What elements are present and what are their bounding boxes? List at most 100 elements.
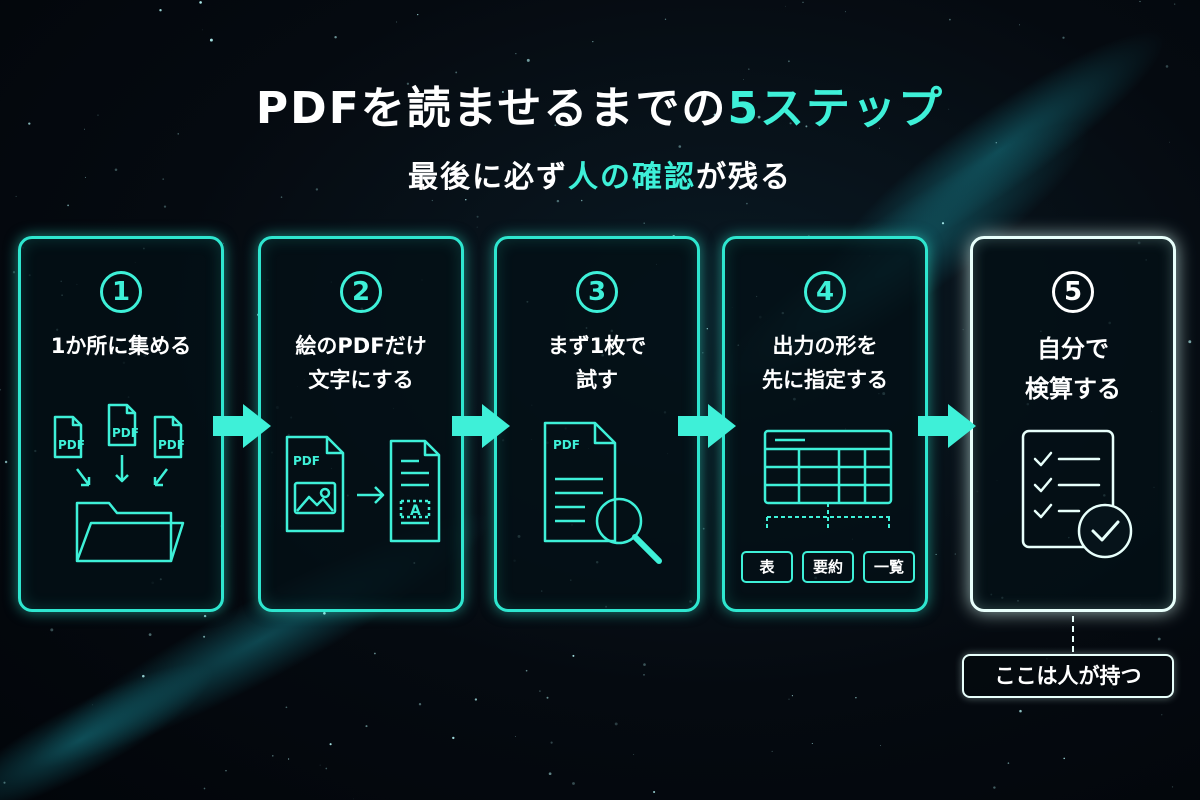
star	[202, 29, 203, 31]
star	[406, 82, 410, 85]
star	[802, 1, 804, 3]
star	[452, 736, 455, 740]
svg-text:PDF: PDF	[158, 438, 185, 452]
star	[315, 188, 319, 191]
svg-text:A: A	[410, 503, 421, 519]
star	[995, 141, 998, 144]
star	[28, 122, 31, 125]
arrow-right-icon	[918, 404, 976, 448]
star	[592, 40, 594, 43]
svg-text:PDF: PDF	[293, 454, 320, 468]
star	[84, 128, 86, 130]
star	[476, 215, 479, 218]
star	[203, 787, 206, 790]
star	[272, 755, 274, 757]
page-title: PDFを読ませるまでの5ステップ	[255, 83, 945, 134]
star	[556, 199, 560, 203]
output-chip-list: 一覧	[863, 551, 915, 583]
table-output-icon	[763, 429, 893, 529]
star	[550, 183, 552, 185]
star	[163, 205, 167, 208]
star	[97, 114, 99, 116]
arrow-right-icon	[452, 404, 510, 448]
pdf-magnifier-icon: PDF	[543, 421, 662, 564]
star	[878, 127, 880, 129]
checklist-check-icon	[1021, 429, 1133, 559]
star	[743, 113, 744, 115]
star	[319, 764, 321, 766]
step-label-4: 出力の形を 先に指定する	[762, 334, 888, 392]
step-number-5: 5	[1052, 271, 1094, 313]
star	[614, 722, 618, 726]
arrow-right-icon	[213, 404, 271, 448]
step-label-2: 絵のPDFだけ 文字にする	[295, 334, 427, 392]
star	[643, 222, 645, 224]
star	[465, 199, 467, 201]
star	[418, 703, 422, 706]
star	[572, 782, 575, 785]
star	[771, 750, 773, 752]
star	[148, 633, 152, 636]
star	[84, 176, 86, 178]
star	[12, 271, 16, 274]
star	[1019, 24, 1020, 26]
human-owner-note: ここは人が持つ	[962, 654, 1174, 698]
star	[880, 745, 881, 746]
star	[643, 674, 645, 676]
star	[1063, 757, 1065, 760]
star	[743, 79, 744, 81]
star	[844, 11, 846, 13]
star	[788, 60, 790, 63]
step-card-2: 2 絵のPDFだけ 文字にする PDF A	[258, 236, 464, 612]
star	[954, 553, 956, 555]
star	[1171, 786, 1174, 788]
star	[1139, 0, 1141, 3]
star	[653, 790, 656, 794]
star	[1019, 709, 1022, 713]
star	[162, 178, 165, 180]
star	[643, 663, 646, 666]
step-label-5: 自分で 検算する	[1025, 335, 1121, 403]
star	[702, 352, 704, 354]
star	[554, 124, 557, 127]
dashed-connector	[1072, 616, 1074, 652]
star	[4, 460, 8, 464]
output-chip-table: 表	[741, 551, 793, 583]
star	[702, 527, 705, 530]
star	[501, 91, 504, 93]
star	[664, 18, 667, 20]
svg-text:PDF: PDF	[553, 438, 580, 452]
star	[455, 71, 458, 74]
star	[92, 704, 93, 706]
star	[935, 553, 937, 555]
step-number-4: 4	[804, 271, 846, 313]
star	[476, 226, 478, 228]
star	[746, 202, 748, 205]
folder-with-pdfs-icon: PDF PDF PDF	[53, 403, 185, 563]
star	[788, 698, 790, 700]
step-card-4: 4 出力の形を 先に指定する 表 要約 一覧	[722, 236, 928, 612]
step-number-2: 2	[340, 271, 382, 313]
star	[67, 204, 69, 207]
star	[789, 122, 792, 125]
star	[280, 196, 283, 198]
star	[365, 725, 368, 728]
star	[550, 741, 553, 744]
star	[396, 21, 398, 23]
step-card-1: 1 1か所に集める PDF PDF PDF	[18, 236, 224, 612]
star	[3, 781, 6, 784]
star	[805, 125, 808, 128]
star	[203, 614, 207, 618]
star	[209, 38, 213, 42]
star	[223, 242, 224, 244]
star	[713, 113, 716, 116]
step-number-1: 1	[100, 271, 142, 313]
star	[325, 767, 328, 770]
star	[580, 199, 583, 202]
star	[941, 222, 945, 225]
star	[757, 115, 761, 119]
star	[539, 690, 541, 692]
page-subtitle: 最後に必ず人の確認が残る	[408, 160, 792, 195]
star	[811, 742, 813, 745]
star	[329, 743, 332, 746]
